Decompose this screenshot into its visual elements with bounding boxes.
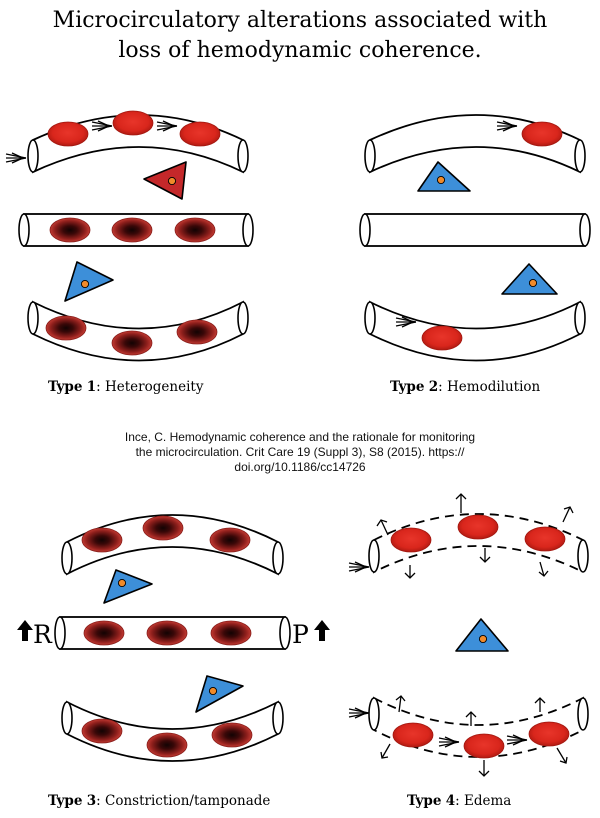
up-arrow-icon: [17, 620, 33, 641]
citation: Ince, C. Hemodynamic coherence and the r…: [0, 430, 600, 475]
caption-separator: :: [455, 793, 460, 809]
red-blood-cell: [528, 721, 570, 747]
citation-line-3: doi.org/10.1186/cc14726: [234, 460, 366, 474]
caption-name: Heterogeneity: [105, 379, 204, 395]
red-blood-cell: [81, 718, 123, 744]
resistance-letter: R: [33, 620, 53, 649]
leak-arrow-icon: [562, 506, 574, 523]
red-blood-cell: [142, 515, 184, 541]
caption-separator: :: [438, 379, 443, 395]
leak-arrow-icon: [376, 519, 389, 536]
red-blood-cell: [210, 620, 252, 646]
leak-arrow-icon: [455, 493, 467, 513]
caption-type-word: Type: [48, 793, 83, 809]
red-blood-cell: [111, 217, 153, 243]
caption-separator: :: [96, 379, 101, 395]
red-blood-cell: [146, 620, 188, 646]
title-line-2: loss of hemodynamic coherence.: [118, 38, 482, 63]
up-arrow-icon: [314, 620, 330, 641]
caption-type-number: 1: [86, 379, 97, 395]
title-line-1: Microcirculatory alterations associated …: [52, 8, 548, 33]
triangle-red: [143, 161, 187, 200]
panel-type-3: R P: [17, 514, 330, 762]
red-blood-cell: [521, 121, 563, 147]
red-blood-cell: [179, 121, 221, 147]
red-blood-cell: [174, 217, 216, 243]
panel-type-4: [348, 493, 589, 777]
page-title: Microcirculatory alterations associated …: [0, 6, 600, 66]
flow-arrow-icon: [348, 707, 370, 719]
triangle-blue: [417, 161, 471, 192]
caption-type-1: Type 1: Heterogeneity: [48, 379, 203, 395]
vessel-bottom: [364, 300, 586, 362]
red-blood-cell: [463, 733, 505, 759]
caption-type-number: 3: [86, 793, 97, 809]
caption-type-number: 2: [428, 379, 439, 395]
panel-type-2: [359, 114, 591, 362]
caption-name: Constriction/tamponade: [105, 793, 271, 809]
red-blood-cell: [390, 527, 432, 553]
red-blood-cell: [211, 722, 253, 748]
triangle-blue: [455, 618, 509, 652]
citation-line-1: Ince, C. Hemodynamic coherence and the r…: [124, 430, 476, 444]
red-blood-cell: [392, 722, 434, 748]
red-blood-cell: [457, 514, 499, 540]
red-blood-cell: [146, 732, 188, 758]
red-blood-cell: [47, 121, 89, 147]
caption-name: Hemodilution: [447, 379, 541, 395]
leak-arrow-icon: [534, 697, 546, 712]
leak-arrow-icon: [556, 747, 568, 764]
triangle-blue: [64, 261, 114, 302]
red-blood-cell: [209, 527, 251, 553]
citation-line-2: the microcirculation. Crit Care 19 (Supp…: [135, 445, 465, 459]
red-blood-cell: [421, 325, 463, 351]
leak-arrow-icon: [395, 695, 406, 713]
flow-arrow-icon: [5, 152, 27, 164]
leak-arrow-icon: [479, 548, 491, 563]
vessel-top-leaky: [368, 513, 589, 574]
red-blood-cell: [112, 110, 154, 136]
leak-arrows-bottom: [380, 695, 568, 777]
caption-type-2: Type 2: Hemodilution: [390, 379, 540, 395]
leak-arrows-top: [376, 493, 574, 579]
leak-arrow-icon: [538, 561, 549, 577]
pressure-letter: P: [292, 620, 309, 649]
red-blood-cell: [45, 315, 87, 341]
leak-arrow-icon: [404, 565, 416, 579]
caption-type-number: 4: [445, 793, 456, 809]
pressure-label: P: [292, 620, 330, 649]
triangle-blue: [195, 675, 244, 713]
leak-arrow-icon: [478, 760, 490, 777]
caption-type-word: Type: [390, 379, 425, 395]
red-blood-cell: [524, 526, 566, 552]
red-blood-cell: [176, 319, 218, 345]
red-blood-cell: [83, 620, 125, 646]
flow-arrow-icon: [348, 561, 370, 573]
caption-separator: :: [96, 793, 101, 809]
leak-arrow-icon: [465, 711, 477, 726]
triangle-blue: [103, 569, 153, 604]
caption-type-4: Type 4: Edema: [407, 793, 511, 809]
leak-arrow-icon: [380, 743, 391, 759]
triangle-blue: [501, 263, 558, 295]
red-blood-cell: [111, 330, 153, 356]
vessel-middle: [359, 213, 591, 247]
caption-name: Edema: [464, 793, 512, 809]
caption-type-3: Type 3: Constriction/tamponade: [48, 793, 270, 809]
panel-type-1: [5, 110, 254, 362]
caption-type-word: Type: [407, 793, 442, 809]
caption-type-word: Type: [48, 379, 83, 395]
red-blood-cell: [49, 217, 91, 243]
resistance-label: R: [17, 620, 53, 649]
red-blood-cell: [81, 527, 123, 553]
